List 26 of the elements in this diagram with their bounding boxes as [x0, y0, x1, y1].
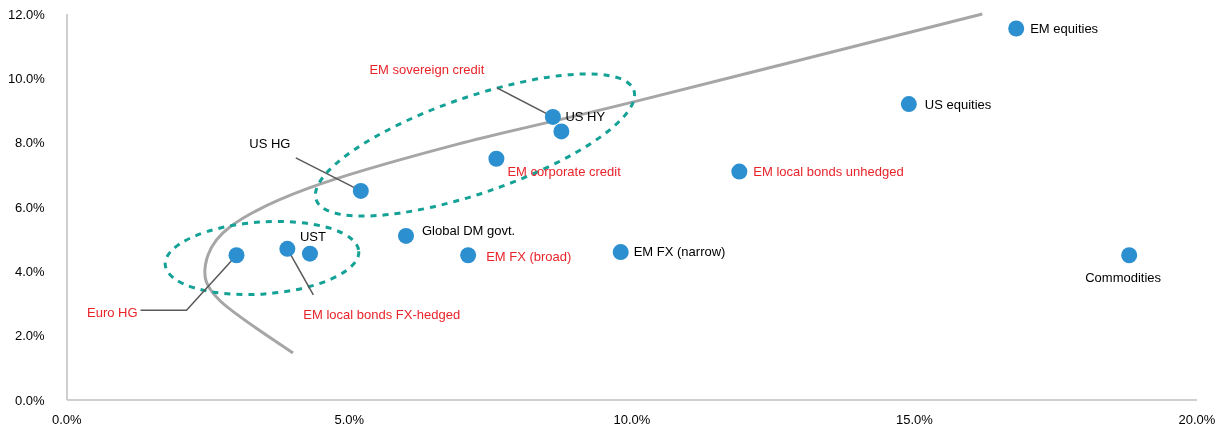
tick-label: 15.0% — [896, 411, 933, 427]
point-label: Commodities — [1085, 269, 1162, 285]
point-label: UST — [299, 229, 326, 245]
point-label: EM corporate credit — [507, 164, 621, 180]
tick-label: 8.0% — [15, 135, 45, 151]
point-label: EM FX (narrow) — [633, 243, 726, 259]
point-label: EM local bonds unhedged — [753, 164, 904, 180]
tick-label: 12.0% — [8, 6, 45, 22]
point-label: EM FX (broad) — [486, 248, 572, 264]
tick-label: 0.0% — [15, 392, 45, 408]
point-label: Euro HG — [87, 304, 138, 320]
point-label: EM local bonds FX-hedged — [303, 307, 461, 323]
tick-label: 4.0% — [15, 263, 45, 279]
tick-label: 10.0% — [8, 70, 45, 86]
point-label: EM sovereign credit — [369, 62, 485, 78]
point-label: Global DM govt. — [422, 223, 516, 239]
tick-label: 5.0% — [334, 411, 365, 427]
point-label: EM equities — [1030, 20, 1099, 36]
point-label: US HY — [565, 108, 606, 124]
tick-label: 0.0% — [52, 411, 82, 427]
tick-label: 6.0% — [15, 199, 45, 215]
tick-label: 10.0% — [613, 411, 651, 427]
tick-label: 20.0% — [1178, 411, 1216, 427]
tick-label: 2.0% — [15, 328, 45, 344]
point-label: US HG — [249, 136, 291, 152]
point-label: US equities — [924, 96, 992, 112]
